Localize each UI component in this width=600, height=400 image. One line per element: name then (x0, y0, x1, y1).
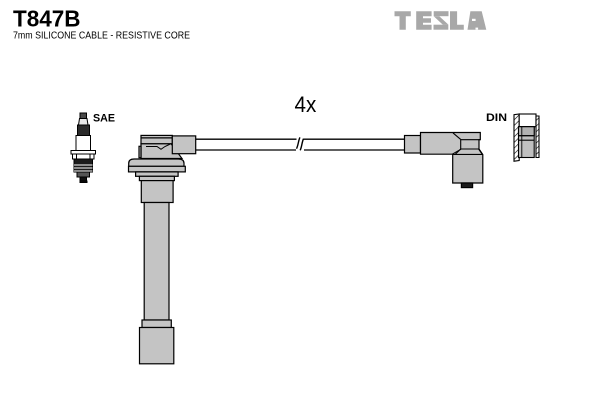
svg-text:DIN: DIN (486, 112, 507, 124)
svg-text:7mm SILICONE CABLE - RESISTIVE: 7mm SILICONE CABLE - RESISTIVE CORE (13, 31, 190, 42)
svg-text:T847B: T847B (13, 6, 81, 32)
svg-text:4x: 4x (295, 92, 317, 117)
svg-text:SAE: SAE (93, 113, 115, 125)
